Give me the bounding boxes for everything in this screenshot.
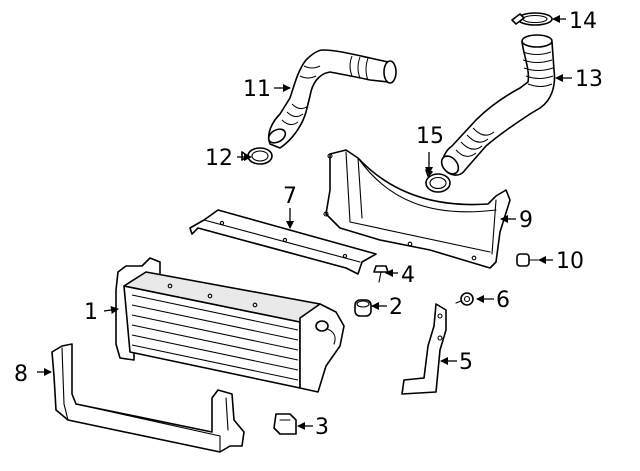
part-14-clamp xyxy=(511,12,553,26)
callout-1: 1 xyxy=(84,300,98,325)
part-9-shroud xyxy=(323,149,511,269)
part-12-clamp xyxy=(241,147,273,165)
callout-3: 3 xyxy=(315,415,329,440)
leader-lines xyxy=(37,15,572,430)
callout-13: 13 xyxy=(575,67,603,92)
callout-15: 15 xyxy=(416,124,444,149)
callout-6: 6 xyxy=(496,288,510,313)
part-5-bracket xyxy=(401,303,447,395)
callout-7: 7 xyxy=(283,184,297,209)
callout-10: 10 xyxy=(556,249,584,274)
part-10-fastener xyxy=(516,253,539,267)
part-4-bolt xyxy=(373,265,389,283)
part-11-hose xyxy=(267,49,397,149)
callout-5: 5 xyxy=(459,350,473,375)
part-8-frame xyxy=(51,343,245,453)
callout-12: 12 xyxy=(205,146,233,171)
part-7-support xyxy=(189,209,377,275)
callout-2: 2 xyxy=(389,295,403,320)
part-2-grommet xyxy=(354,299,372,317)
part-6-bolt xyxy=(455,292,474,306)
callout-9: 9 xyxy=(519,208,533,233)
callout-14: 14 xyxy=(569,9,597,34)
callout-11: 11 xyxy=(243,77,271,102)
callout-4: 4 xyxy=(401,263,415,288)
part-3-clip xyxy=(273,413,297,435)
part-1-cooler xyxy=(115,257,345,393)
part-13-hose xyxy=(440,34,556,176)
callout-8: 8 xyxy=(14,362,28,387)
callout-labels: 1 2 3 4 5 6 7 8 9 10 11 12 13 14 15 xyxy=(14,9,603,440)
